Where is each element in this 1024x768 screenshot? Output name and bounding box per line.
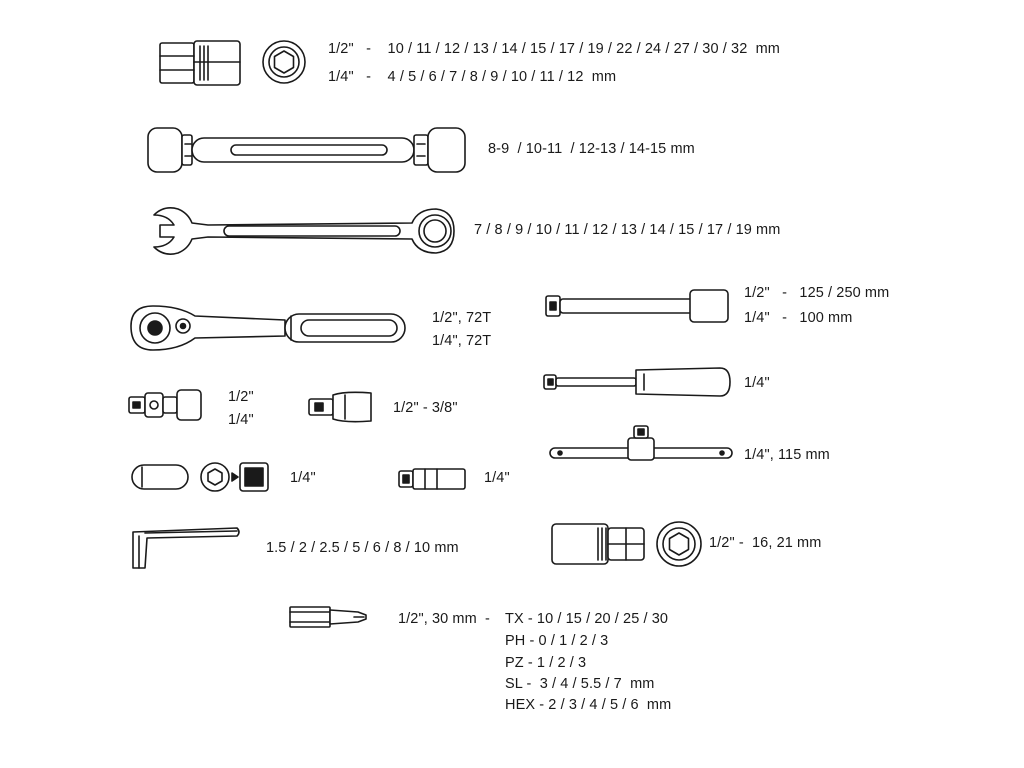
extension-bar-icon xyxy=(545,289,729,323)
flex-wrench-icon xyxy=(147,127,466,173)
spark-plug-socket-icon xyxy=(551,521,702,567)
bits-hex-label: HEX - 2 / 3 / 4 / 5 / 6 mm xyxy=(505,697,672,713)
bits-sl-label: SL - 3 / 4 / 5.5 / 7 mm xyxy=(505,676,655,692)
spinner-handle-label: 1/4" xyxy=(744,375,770,391)
adapter-icon xyxy=(308,391,372,423)
extension-bar-label-1-4: 1/4" - 100 mm xyxy=(744,310,853,326)
extension-bar-label-1-2: 1/2" - 125 / 250 mm xyxy=(744,285,890,301)
flex-wrench-label: 8-9 / 10-11 / 12-13 / 14-15 mm xyxy=(488,141,695,157)
hex-key-icon xyxy=(132,527,240,569)
universal-joint-icon xyxy=(128,389,202,421)
t-bar-icon xyxy=(549,425,733,461)
bit-adapter-icon xyxy=(398,468,466,490)
bits-tx-label: TX - 10 / 15 / 20 / 25 / 30 xyxy=(505,611,669,627)
hex-to-square-adapter-icon xyxy=(131,462,269,492)
adapter-label: 1/2" - 3/8" xyxy=(393,400,458,416)
t-bar-label: 1/4", 115 mm xyxy=(744,447,830,463)
combination-wrench-label: 7 / 8 / 9 / 10 / 11 / 12 / 13 / 14 / 15 … xyxy=(474,222,781,238)
hex-to-square-adapter-label: 1/4" xyxy=(290,470,316,486)
spinner-handle-icon xyxy=(543,367,731,397)
universal-joint-label-1-4: 1/4" xyxy=(228,412,254,428)
socket-label-1-4: 1/4" - 4 / 5 / 6 / 7 / 8 / 9 / 10 / 11 /… xyxy=(328,69,617,85)
screwdriver-bit-icon xyxy=(289,606,367,628)
bit-adapter-label: 1/4" xyxy=(484,470,510,486)
bits-spec-label: 1/2", 30 mm - xyxy=(398,611,490,627)
ratchet-label-1-2: 1/2", 72T xyxy=(432,310,492,326)
spark-plug-socket-label: 1/2" - 16, 21 mm xyxy=(709,535,822,551)
socket-label-1-2: 1/2" - 10 / 11 / 12 / 13 / 14 / 15 / 17 … xyxy=(328,41,780,57)
combination-wrench-icon xyxy=(153,207,455,255)
universal-joint-label-1-2: 1/2" xyxy=(228,389,254,405)
bits-pz-label: PZ - 1 / 2 / 3 xyxy=(505,655,587,671)
ratchet-icon xyxy=(130,305,406,351)
ratchet-label-1-4: 1/4", 72T xyxy=(432,333,492,349)
bits-ph-label: PH - 0 / 1 / 2 / 3 xyxy=(505,633,609,649)
hex-key-label: 1.5 / 2 / 2.5 / 5 / 6 / 8 / 10 mm xyxy=(266,540,459,556)
socket-icon xyxy=(159,40,306,86)
